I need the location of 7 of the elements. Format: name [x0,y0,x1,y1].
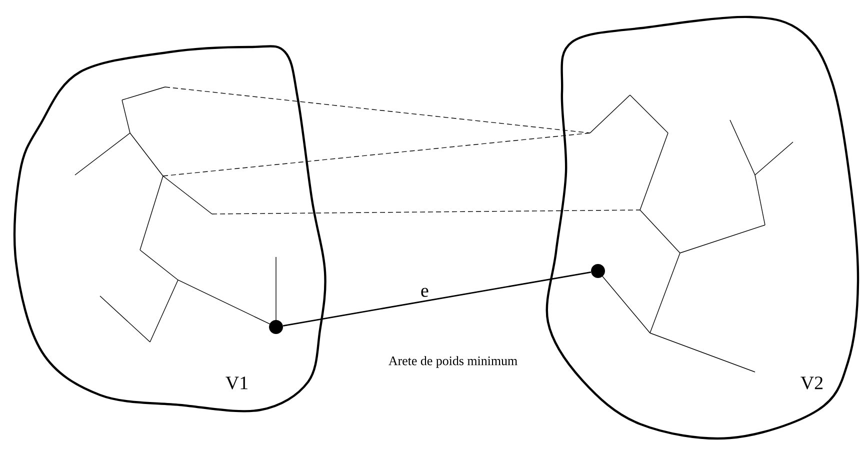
vertex-dot [591,264,605,278]
region-outline: V1 [13,45,326,412]
edge-line [282,272,592,326]
region-outline: V2 [546,16,860,440]
edge-label: e [421,288,428,297]
vertex-dot [269,320,283,334]
caption-text: Arete de poids minimum [388,356,518,368]
